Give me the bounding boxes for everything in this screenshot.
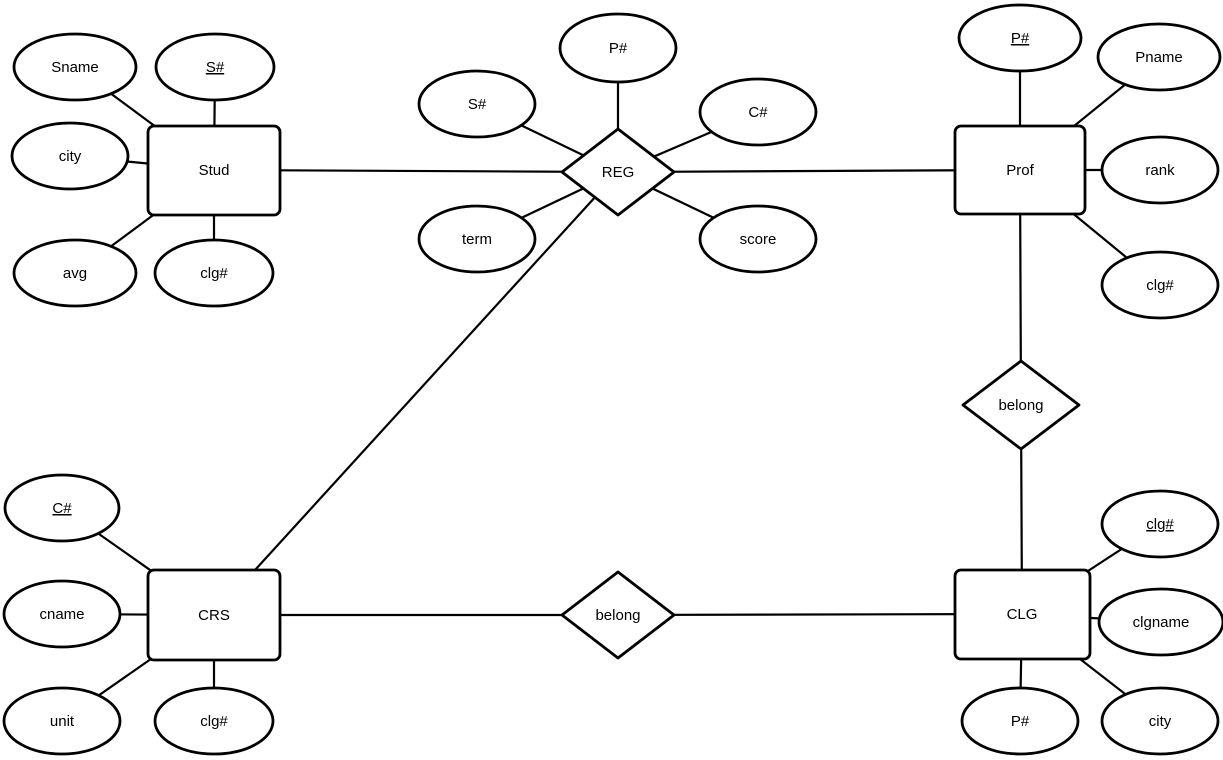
entity-prof-label: Prof [1006, 162, 1034, 179]
relationship-reg-label: REG [602, 164, 635, 181]
attr-clg-city-label: city [1149, 713, 1172, 730]
relationship-belong-prof-clg-label: belong [998, 397, 1043, 414]
attr-reg-cnum-ellipse [698, 77, 818, 147]
attr-reg-cnum-label: C# [748, 104, 768, 121]
entity-stud-cluster: Sname S# city avg clg# Stud [10, 32, 282, 308]
entity-stud-label: Stud [199, 162, 230, 179]
entity-crs-label: CRS [198, 607, 230, 624]
attr-prof-rank-ellipse [1100, 135, 1220, 205]
attr-stud-sname-ellipse [12, 32, 138, 102]
attr-clg-clgname-label: clgname [1133, 614, 1190, 631]
attr-prof-pnum-label: P# [1011, 30, 1030, 47]
attr-crs-cname-ellipse [2, 579, 122, 649]
attr-stud-sname-label: Sname [51, 59, 99, 76]
relationship-belong-crs-clg-cluster: belong [560, 570, 676, 660]
attr-stud-snum-label: S# [206, 59, 225, 76]
attr-prof-pname-ellipse [1096, 22, 1222, 92]
relationship-reg-cluster: S# P# C# term score REG [417, 12, 818, 274]
relationship-reg-diamond [560, 127, 676, 217]
attr-prof-pname-label: Pname [1135, 49, 1183, 66]
attr-clg-pnum-ellipse [960, 686, 1080, 756]
entity-clg-box [953, 568, 1092, 661]
entity-prof-cluster: P# Pname rank clg# Prof [953, 3, 1222, 320]
attr-reg-score-label: score [740, 231, 777, 248]
attr-crs-unit-label: unit [50, 713, 75, 730]
attr-crs-cnum-label: C# [52, 500, 72, 517]
attr-crs-unit-ellipse [2, 686, 122, 756]
attr-clg-clgname-ellipse [1097, 587, 1223, 657]
relationship-belong-prof-clg-diamond [961, 359, 1081, 451]
attr-crs-clgnum-ellipse [153, 686, 275, 756]
entity-clg-label: CLG [1007, 606, 1038, 623]
attr-clg-pnum-label: P# [1011, 713, 1030, 730]
attr-stud-avg-ellipse [12, 238, 138, 308]
attr-crs-cname-label: cname [39, 606, 84, 623]
attr-crs-cnum-ellipse [3, 473, 121, 543]
entity-stud-box [146, 124, 282, 217]
attr-reg-snum-label: S# [468, 96, 487, 113]
attr-reg-pnum-label: P# [609, 40, 628, 57]
attr-stud-clgnum-label: clg# [200, 265, 228, 282]
attr-clg-city-ellipse [1100, 686, 1220, 756]
attr-crs-clgnum-label: clg# [200, 713, 228, 730]
attr-reg-term-label: term [462, 231, 492, 248]
entity-clg-cluster: clg# clgname P# city CLG [953, 489, 1223, 756]
attr-stud-city-label: city [59, 148, 82, 165]
attr-prof-clgnum-ellipse [1100, 250, 1220, 320]
attr-reg-pnum-ellipse [558, 12, 678, 84]
attr-prof-clgnum-label: clg# [1146, 277, 1174, 294]
attr-prof-pnum-ellipse [957, 3, 1083, 73]
attr-stud-snum-ellipse [154, 32, 276, 102]
relationship-belong-crs-clg-label: belong [595, 607, 640, 624]
attr-clg-clgnum-ellipse [1100, 489, 1220, 559]
attr-prof-rank-label: rank [1145, 162, 1175, 179]
edge-reg-prof [616, 168, 1022, 174]
entity-prof-box [953, 124, 1087, 216]
relationship-belong-crs-clg-diamond [560, 570, 676, 660]
entity-crs-cluster: C# cname unit clg# CRS [2, 473, 282, 756]
attr-stud-avg-label: avg [63, 265, 87, 282]
attr-reg-snum-ellipse [417, 69, 537, 139]
relationship-belong-prof-clg-cluster: belong [961, 359, 1081, 451]
attr-stud-clgnum-ellipse [153, 238, 275, 308]
attr-stud-city-ellipse [10, 121, 130, 191]
edge-reg-crs [212, 170, 620, 617]
attr-reg-score-ellipse [698, 204, 818, 274]
attr-clg-clgnum-label: clg# [1146, 516, 1174, 533]
attr-reg-term-ellipse [417, 204, 537, 274]
entity-crs-box [146, 568, 282, 662]
